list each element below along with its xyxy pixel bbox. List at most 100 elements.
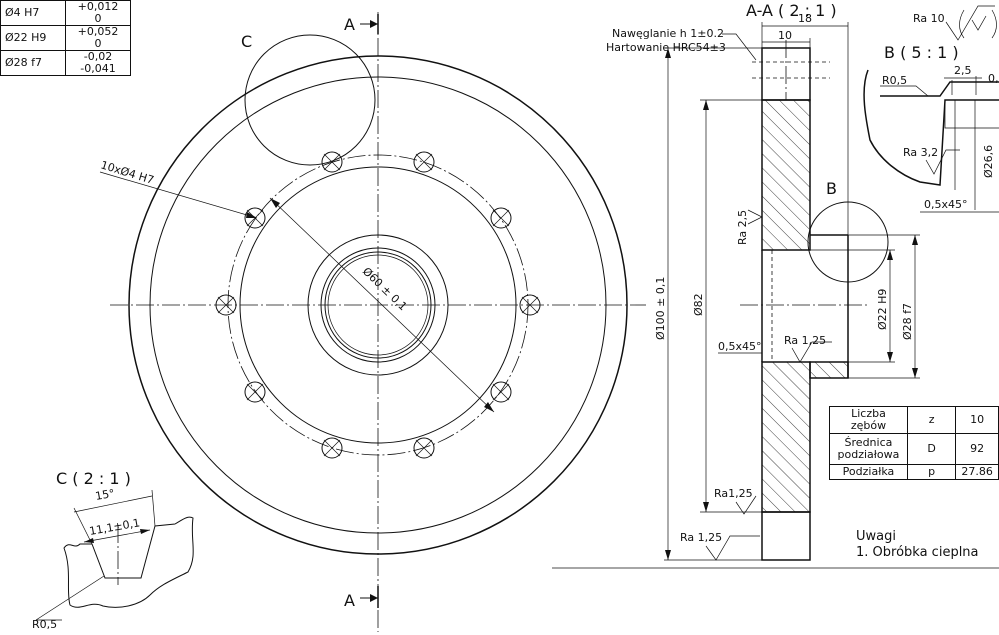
detail-c-radius: R0,5 (32, 618, 57, 631)
roughness-symbol (735, 495, 757, 515)
dim-arrow (270, 198, 280, 208)
roughness-symbol (747, 209, 763, 225)
hole-cross (521, 296, 539, 314)
detail-b-edge (880, 81, 999, 97)
dim-10: 10 (778, 29, 792, 42)
table-row: Średnica podziałowa D 92 (829, 433, 999, 465)
dia-266: Ø26,6 (982, 145, 995, 178)
table-row: Podziałka p 27.86 (829, 464, 999, 480)
param-symbol: D (906, 433, 957, 465)
hatched-web-lower (761, 361, 811, 513)
hole-cross (415, 439, 433, 457)
detail-b-circle (807, 201, 889, 283)
hole-cross (246, 383, 264, 401)
hole (413, 151, 435, 173)
dim-arrow (665, 48, 671, 58)
tolerance-label: Ø22 H9 (0, 25, 66, 51)
tooth-profile (63, 516, 194, 608)
dim-arrow (887, 352, 893, 362)
ra-125-rim: Ra 1,25 (680, 531, 722, 544)
dim-18: 18 (798, 12, 812, 25)
note-hardening: Hartowanie HRC54±3 (606, 41, 726, 54)
holes-leader-arrow (246, 212, 257, 218)
hatched-web-upper (761, 99, 811, 251)
ra-125-face: Ra1,25 (714, 487, 753, 500)
detail-b-chamfer: 0,5x45° (924, 198, 968, 211)
roughness-bracket (959, 9, 997, 39)
roughness-symbol (925, 149, 960, 175)
detail-c: C ( 2 : 1 ) 15° 11,1±0,1 R0,5 (32, 469, 194, 631)
dim-25: 2,5 (954, 64, 972, 77)
hole-cross (323, 439, 341, 457)
hole (321, 437, 343, 459)
section-aa-title: A-A ( 2 : 1 ) (746, 1, 837, 20)
general-roughness-value: Ra 10 (913, 12, 945, 25)
angle-dim-line (73, 495, 153, 513)
detail-c-label: C (241, 32, 252, 51)
param-value: 27.86 (955, 464, 999, 480)
dim-09: 0,9 (988, 72, 999, 85)
holes-note: 10xØ4 H7 (99, 158, 155, 186)
param-value: 10 (955, 406, 999, 434)
dim-arrow (703, 100, 709, 110)
hole-cross (217, 296, 235, 314)
detail-c-circle (244, 34, 376, 166)
hole (490, 381, 512, 403)
extension-line (73, 507, 93, 545)
section-marker-bottom: A (344, 591, 355, 610)
roughness-symbol (705, 535, 760, 561)
hole (490, 207, 512, 229)
hole (244, 207, 266, 229)
dia-100: Ø100 ± 0,1 (654, 277, 667, 340)
hatched-hub (809, 361, 849, 379)
ra-125-bore: Ra 1,25 (784, 334, 826, 347)
hole-cross (323, 153, 341, 171)
radius-leader (880, 85, 929, 97)
notes-item: 1. Obróbka cieplna (856, 545, 979, 560)
detail-c-title: C ( 2 : 1 ) (56, 469, 131, 488)
tolerance-values: -0,02-0,041 (65, 50, 131, 76)
tolerance-label: Ø4 H7 (0, 0, 66, 26)
radius-leader (35, 575, 105, 621)
param-symbol: z (906, 406, 957, 434)
hole (413, 437, 435, 459)
detail-b-radius: R0,5 (882, 74, 907, 87)
hole (519, 294, 541, 316)
dim-arrow (887, 250, 893, 260)
detail-b-label: B (826, 179, 837, 198)
hole (321, 151, 343, 173)
note-nitriding: Nawęglanie h 1±0.2 (612, 27, 724, 40)
general-roughness: Ra 10 (913, 5, 997, 41)
param-name: Liczba zębów (829, 406, 908, 434)
hole-cross (415, 153, 433, 171)
dia-22: Ø22 H9 (876, 289, 889, 330)
section-arrowhead-bottom (370, 594, 378, 602)
mounting-holes (215, 151, 541, 459)
dim-arrow (703, 502, 709, 512)
section-arrowhead-top (370, 20, 378, 28)
dim-arrow (140, 529, 150, 534)
ra-25: Ra 2,5 (736, 210, 749, 245)
section-aa: A-A ( 2 : 1 ) (552, 1, 999, 569)
param-name: Podziałka (829, 464, 908, 480)
gear-parameters-table: Liczba zębów z 10 Średnica podziałowa D … (829, 406, 999, 480)
front-view: A A C 10xØ4 H7 (99, 12, 646, 632)
tolerance-label: Ø28 f7 (0, 50, 66, 76)
hole-cross (492, 209, 510, 227)
note-leader (722, 33, 757, 61)
detail-b-step (944, 100, 999, 190)
detail-c-angle: 15° (94, 487, 115, 503)
notes-title: Uwagi (856, 529, 896, 544)
holes-leader (99, 171, 258, 219)
roughness-symbol (791, 341, 832, 363)
detail-b: B ( 5 : 1 ) 2,5 0,9 R0,5 Ra 3,2 Ø26,6 0,… (863, 43, 999, 213)
dim-arrow (665, 550, 671, 560)
param-symbol: p (906, 464, 957, 480)
hole-cross (492, 383, 510, 401)
dim-arrow (84, 538, 94, 543)
dia-82: Ø82 (692, 293, 705, 316)
